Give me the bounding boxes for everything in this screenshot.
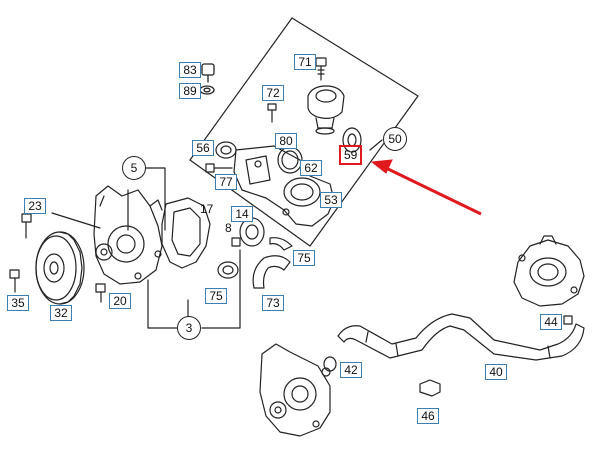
part-71-bolt bbox=[315, 57, 327, 81]
part-label-56[interactable]: 56 bbox=[192, 140, 214, 156]
part-label-71[interactable]: 71 bbox=[294, 54, 316, 70]
group-3-bracket bbox=[147, 279, 179, 329]
hose-40 bbox=[337, 313, 585, 361]
part-label-44[interactable]: 44 bbox=[540, 314, 562, 330]
part-label-32[interactable]: 32 bbox=[50, 305, 72, 321]
part-label-75-upper[interactable]: 75 bbox=[293, 250, 315, 266]
hose-73 bbox=[252, 255, 291, 289]
part-label-42[interactable]: 42 bbox=[340, 362, 362, 378]
part-20-bolt bbox=[95, 283, 106, 303]
part-label-17[interactable]: 17 bbox=[200, 202, 214, 216]
part-44-screw bbox=[563, 315, 573, 325]
part-label-23[interactable]: 23 bbox=[24, 198, 46, 214]
part-8-bolt bbox=[231, 237, 241, 247]
clamp-75-lower bbox=[217, 261, 239, 279]
part-label-75-lower[interactable]: 75 bbox=[205, 288, 227, 304]
part-14-seal bbox=[239, 217, 265, 247]
part-label-35[interactable]: 35 bbox=[7, 295, 29, 311]
thermostat-cap bbox=[307, 85, 345, 135]
part-label-40[interactable]: 40 bbox=[485, 364, 507, 380]
part-35-bolt bbox=[9, 269, 20, 293]
water-pump bbox=[93, 185, 163, 285]
highlight-arrow bbox=[370, 159, 482, 216]
part-42-fitting bbox=[323, 356, 337, 372]
part-label-46[interactable]: 46 bbox=[417, 408, 439, 424]
part-72-screw bbox=[267, 103, 277, 123]
part-label-80[interactable]: 80 bbox=[275, 133, 297, 149]
part-23-bolt bbox=[21, 213, 32, 239]
throttle-body bbox=[513, 235, 585, 307]
lower-water-pump bbox=[259, 343, 331, 437]
part-label-20[interactable]: 20 bbox=[109, 293, 131, 309]
part-label-8[interactable]: 8 bbox=[225, 221, 232, 235]
part-label-89[interactable]: 89 bbox=[179, 83, 201, 99]
part-83-bolt bbox=[199, 63, 215, 95]
part-label-62[interactable]: 62 bbox=[300, 160, 322, 176]
pulley bbox=[35, 231, 85, 305]
part-label-77[interactable]: 77 bbox=[215, 174, 237, 190]
part-56-cap bbox=[215, 141, 237, 159]
part-label-5[interactable]: 5 bbox=[122, 156, 146, 180]
part-label-73[interactable]: 73 bbox=[262, 295, 284, 311]
part-label-83[interactable]: 83 bbox=[179, 62, 201, 78]
part-label-14[interactable]: 14 bbox=[231, 206, 253, 222]
part-label-50[interactable]: 50 bbox=[383, 127, 407, 151]
thermostat-group-frame bbox=[189, 17, 419, 247]
hose-75-upper bbox=[269, 237, 293, 251]
part-label-53[interactable]: 53 bbox=[320, 192, 342, 208]
part-label-3[interactable]: 3 bbox=[177, 316, 201, 340]
part-77-bolt bbox=[205, 163, 233, 173]
part-label-59-highlighted[interactable]: 59 bbox=[339, 145, 363, 165]
part-17-gasket bbox=[161, 197, 211, 269]
part-label-72[interactable]: 72 bbox=[262, 85, 284, 101]
part-46-clamp bbox=[419, 379, 441, 397]
